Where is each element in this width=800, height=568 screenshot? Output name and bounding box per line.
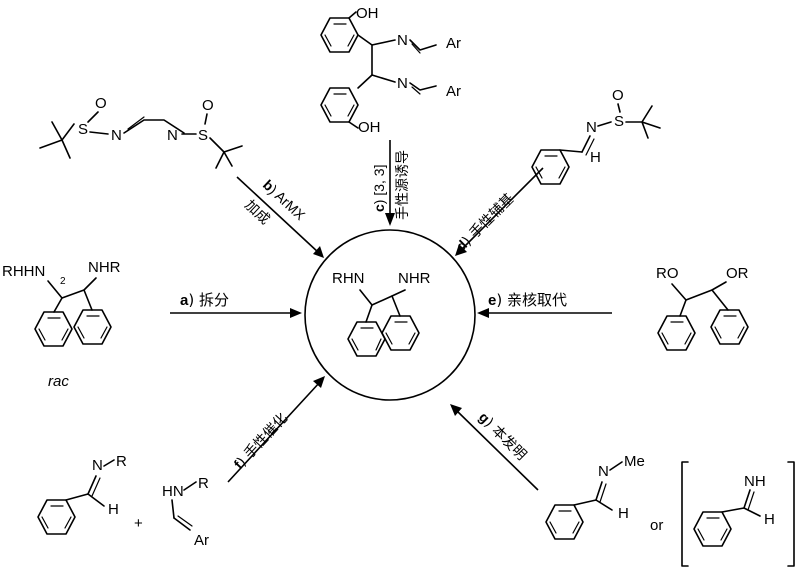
svg-text:f) 手性催化: f) 手性催化 (230, 410, 291, 473)
svg-text:OH: OH (356, 5, 379, 22)
svg-text:Ar: Ar (446, 35, 461, 52)
route-f-label: f) 手性催化 (230, 410, 291, 473)
svg-text:rac: rac (48, 373, 69, 390)
svg-text:H: H (618, 505, 629, 522)
center-phenyl-right (381, 315, 420, 351)
route-c-label-2: 手性源诱导 (394, 150, 410, 220)
svg-text:Me: Me (624, 453, 645, 470)
svg-text:N: N (397, 32, 408, 49)
plus-sign: + (134, 515, 143, 532)
compound-nh-imine: NH H (681, 461, 795, 567)
compound-imine: N R H (37, 453, 127, 535)
center-phenyl-left (347, 321, 386, 357)
svg-text:N: N (167, 127, 178, 144)
svg-text:H: H (764, 511, 775, 528)
svg-text:R: R (198, 475, 209, 492)
compound-methylimine: N Me H (545, 453, 645, 540)
svg-text:R: R (116, 453, 127, 470)
route-d-label: d) 手性辅基 (453, 190, 518, 255)
svg-text:HN: HN (162, 483, 184, 500)
svg-text:S: S (614, 113, 624, 130)
compound-enamine: HN R Ar (162, 475, 209, 549)
svg-text:Ar: Ar (446, 83, 461, 100)
arrows (170, 140, 612, 491)
compound-diol: RO OR (656, 265, 749, 351)
svg-text:RO: RO (656, 265, 679, 282)
arrow-b (236, 176, 320, 254)
arrow-d (459, 167, 544, 252)
route-b-label-2: 加成 (242, 196, 273, 227)
svg-text:d) 手性辅基: d) 手性辅基 (453, 190, 518, 255)
svg-text:OH: OH (358, 119, 381, 136)
svg-text:NH: NH (744, 473, 766, 490)
route-c-label: c) [3, 3] (371, 165, 387, 212)
svg-text:N: N (92, 457, 103, 474)
svg-text:c) [3, 3]: c) [3, 3] (371, 165, 387, 212)
svg-text:手性源诱导: 手性源诱导 (394, 150, 410, 220)
svg-text:S: S (198, 127, 208, 144)
center-nhr-left: RHN (332, 270, 365, 287)
compound-rac-diamine: RHHN 2 NHR rac (2, 259, 121, 390)
svg-text:H: H (590, 149, 601, 166)
route-a-label: a) 拆分 (180, 291, 229, 309)
svg-text:O: O (202, 97, 214, 114)
compound-sulfinylimine: O S N H (531, 87, 661, 185)
svg-text:加成: 加成 (242, 196, 273, 227)
svg-text:2: 2 (60, 276, 66, 287)
svg-text:O: O (612, 87, 624, 104)
svg-text:N: N (586, 119, 597, 136)
target-diamine: RHN NHR (304, 229, 476, 401)
svg-text:S: S (78, 121, 88, 138)
svg-text:OR: OR (726, 265, 749, 282)
svg-text:N: N (397, 75, 408, 92)
center-nhr-right: NHR (398, 270, 431, 287)
svg-text:H: H (108, 501, 119, 518)
compound-bis-sulfinylimine: S O N N S O (39, 95, 243, 169)
svg-text:NHR: NHR (88, 259, 121, 276)
arrow-g (455, 409, 539, 491)
svg-text:N: N (598, 463, 609, 480)
svg-text:RHHN: RHHN (2, 263, 45, 280)
arrow-f (227, 381, 321, 483)
svg-text:N: N (111, 127, 122, 144)
or-text: or (650, 517, 663, 534)
svg-text:O: O (95, 95, 107, 112)
compound-salicyl-diimine: OH N Ar N Ar OH (320, 5, 461, 136)
svg-text:Ar: Ar (194, 532, 209, 549)
center-circle (304, 229, 476, 401)
route-e-label: e) 亲核取代 (488, 291, 567, 309)
